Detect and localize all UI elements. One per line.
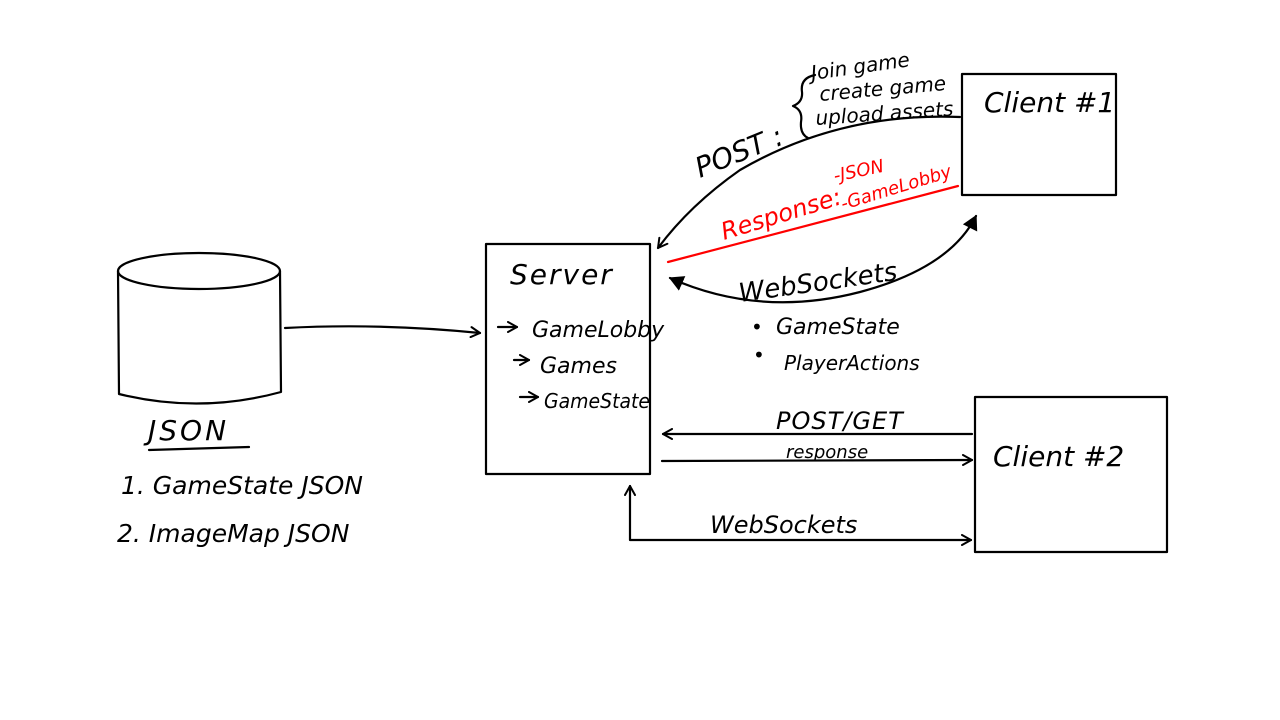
server-item-gamelobby: GameLobby — [532, 318, 665, 343]
websockets-arrow-client2 — [624, 484, 973, 546]
response2-arrow — [660, 454, 974, 467]
response2-label: response — [786, 442, 868, 463]
websockets-item-playeractions: PlayerActions — [784, 351, 920, 375]
websockets-bullet-1: • — [751, 315, 763, 339]
database-label: JSON — [143, 414, 229, 447]
database-item-2: 2. ImageMap JSON — [117, 519, 350, 548]
websockets-item-gamestate: GameState — [776, 315, 900, 340]
database-cylinder — [116, 251, 283, 405]
server-title: Server — [510, 258, 614, 291]
database-item-1: 1. GameState JSON — [121, 471, 363, 500]
post-label: POST : — [690, 119, 788, 184]
client2-box — [973, 395, 1169, 554]
database-to-server-arrow — [283, 325, 482, 339]
postget-label: POST/GET — [776, 407, 905, 435]
response-label: Response: — [718, 183, 845, 246]
client2-title: Client #2 — [993, 440, 1124, 473]
post-actions-brace — [791, 73, 817, 140]
server-item-gamestate: GameState — [544, 389, 650, 413]
server-box — [484, 242, 652, 476]
database-label-underline — [147, 445, 251, 452]
client1-title: Client #1 — [984, 86, 1115, 119]
websockets-bullet-2: • — [753, 343, 765, 367]
server-item-games: Games — [540, 354, 617, 379]
websockets-label-client2: WebSockets — [710, 511, 857, 539]
client1-box — [960, 72, 1118, 197]
websockets-arrow-client1 — [668, 214, 978, 304]
